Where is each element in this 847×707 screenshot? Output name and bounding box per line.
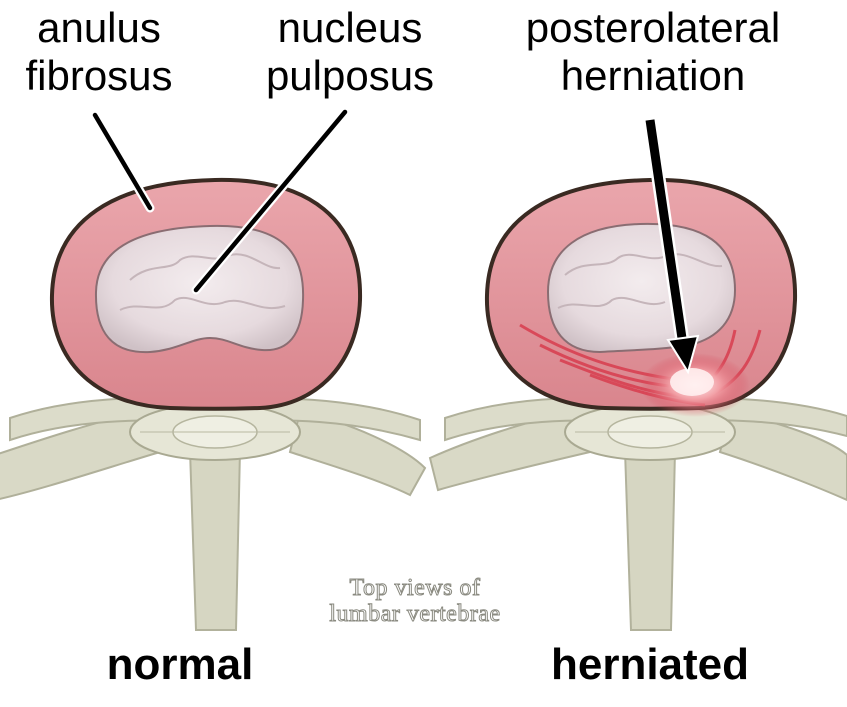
normal-disc xyxy=(52,180,360,409)
watermark-line2: lumbar vertebrae xyxy=(270,601,560,627)
herniated-nucleus-pulposus xyxy=(548,224,735,352)
herniated-disc xyxy=(487,180,795,417)
herniated-spinous-process xyxy=(625,450,675,630)
herniated-vertebra xyxy=(430,180,847,630)
normal-vertebra xyxy=(0,180,425,630)
anulus-label-line2: fibrosus xyxy=(4,52,194,100)
anulus-fibrosus-label: anulus fibrosus xyxy=(4,4,194,100)
herniation-label-line1: posterolateral xyxy=(498,4,808,52)
posterolateral-herniation-label: posterolateral herniation xyxy=(498,4,808,100)
normal-caption: normal xyxy=(60,640,300,690)
herniated-caption: herniated xyxy=(510,640,790,690)
nucleus-label-line1: nucleus xyxy=(245,4,455,52)
anulus-label-line1: anulus xyxy=(4,4,194,52)
watermark-line1: Top views of xyxy=(270,575,560,601)
herniation-label-line2: herniation xyxy=(498,52,808,100)
nucleus-label-line2: pulposus xyxy=(245,52,455,100)
normal-spinous-process xyxy=(190,450,240,630)
nucleus-pulposus-label: nucleus pulposus xyxy=(245,4,455,100)
watermark-text: Top views of lumbar vertebrae xyxy=(270,575,560,627)
